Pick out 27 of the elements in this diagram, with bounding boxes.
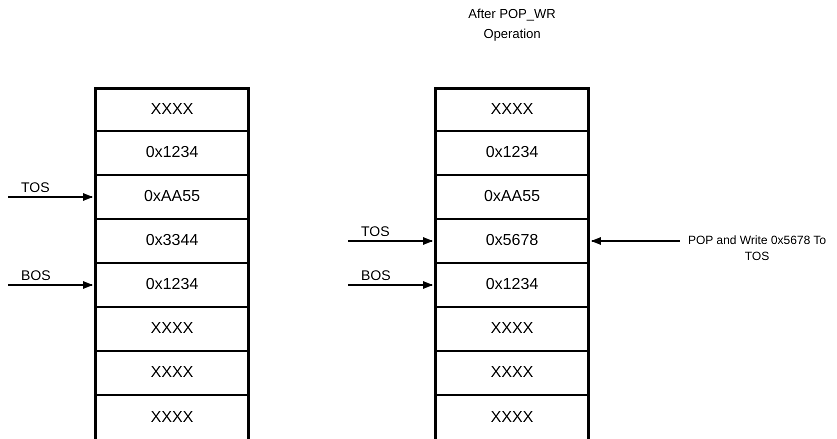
memory-cell: XXXX xyxy=(434,87,590,131)
memory-cell: XXXX xyxy=(94,395,250,439)
arrow xyxy=(591,237,680,245)
arrow xyxy=(8,193,93,201)
pointer-label: TOS xyxy=(360,224,391,239)
arrow xyxy=(8,281,93,289)
memory-cell: 0x3344 xyxy=(94,219,250,263)
memory-cell: XXXX xyxy=(94,351,250,395)
memory-cell: 0xAA55 xyxy=(434,175,590,219)
memory-cell: XXXX xyxy=(434,351,590,395)
memory-cell: 0x1234 xyxy=(94,263,250,307)
memory-cell: XXXX xyxy=(434,395,590,439)
memory-cell: 0x1234 xyxy=(434,131,590,175)
memory-cell: 0x5678 xyxy=(434,219,590,263)
annotation-text: POP and Write 0x5678 To TOS xyxy=(682,232,832,266)
memory-cell: 0xAA55 xyxy=(94,175,250,219)
memory-cell: 0x1234 xyxy=(434,263,590,307)
memory-cell: XXXX xyxy=(94,307,250,351)
arrow xyxy=(348,281,433,289)
memory-cell: 0x1234 xyxy=(94,131,250,175)
pointer-label: BOS xyxy=(360,268,392,283)
stack-heading: After POP_WR Operation xyxy=(467,5,557,43)
arrow xyxy=(348,237,433,245)
pointer-label: BOS xyxy=(20,268,52,283)
pointer-label: TOS xyxy=(20,180,51,195)
memory-cell: XXXX xyxy=(94,87,250,131)
memory-cell: XXXX xyxy=(434,307,590,351)
